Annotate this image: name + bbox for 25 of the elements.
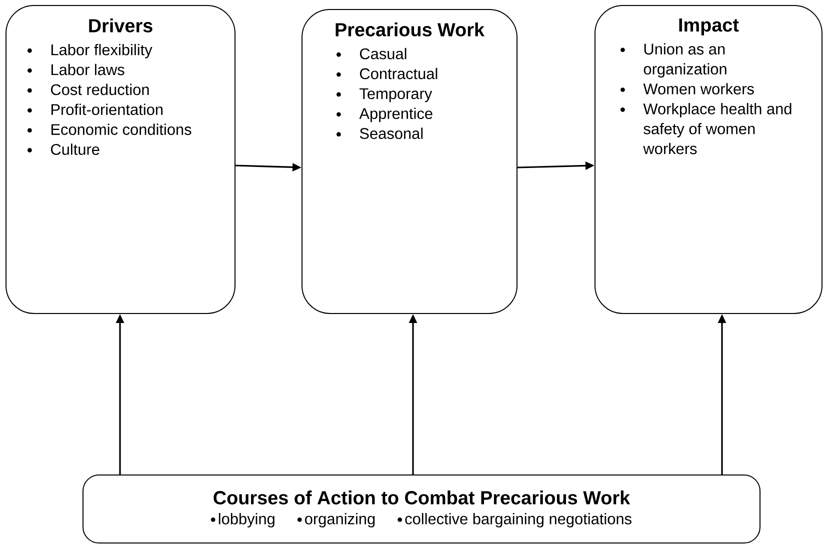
list-item: Casual (360, 48, 406, 60)
list-item: Cost reduction (51, 84, 149, 96)
list-item: Profit-orientation (51, 104, 162, 116)
list-item: Contractual (360, 68, 438, 80)
heading: Drivers (89, 18, 152, 32)
list-item: collective bargaining negotiations (405, 513, 632, 528)
list-item: Economic conditions (51, 124, 192, 135)
rounded-box (302, 9, 518, 314)
list-item: Labor flexibility (51, 44, 152, 58)
rounded-box (6, 5, 236, 314)
list-item: Workplace health and safety of women workers (643, 103, 792, 154)
list-item: Apprentice (359, 108, 432, 122)
list-item: organizing (305, 513, 375, 528)
list-item: lobbying (218, 513, 274, 528)
list-item: Culture (51, 144, 100, 155)
list-item: Women workers (643, 83, 754, 94)
heading: Precarious Work (336, 22, 485, 36)
heading: Courses of Action to Combat Precarious Work (214, 490, 630, 504)
list-item: Union as an organization (644, 43, 726, 78)
heading: Impact (679, 18, 739, 36)
list-item: Seasonal (360, 128, 423, 139)
list-item: Labor laws (51, 64, 124, 76)
rounded-box (82, 474, 760, 544)
rounded-box (594, 5, 822, 314)
list-item: Temporary (360, 88, 432, 102)
